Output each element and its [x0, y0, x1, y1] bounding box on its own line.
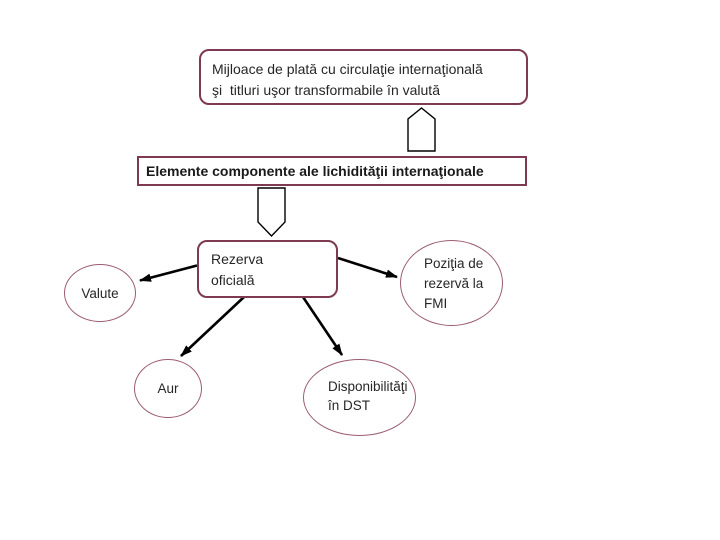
- valute-ellipse: Valute: [64, 264, 136, 322]
- heading-label: Elemente componente ale lichidităţii int…: [146, 163, 484, 179]
- fmi-line3: FMI: [424, 296, 448, 311]
- fmi-line2: rezervă la: [424, 276, 484, 291]
- dst-line2: în DST: [328, 398, 371, 413]
- arrow-rezerva-to-dst: [301, 296, 344, 356]
- aur-label: Aur: [157, 381, 179, 396]
- arrow-rezerva-to-valute: [139, 264, 198, 282]
- valute-label: Valute: [81, 285, 119, 301]
- top-definition-line2: şi titluri uşor transformabile în valută: [212, 82, 440, 98]
- fmi-line1: Poziţia de: [424, 256, 484, 271]
- block-arrow-up-icon: [407, 107, 436, 152]
- heading-box: Elemente componente ale lichidităţii int…: [137, 156, 527, 186]
- rezerva-line1: Rezerva: [211, 251, 264, 267]
- top-definition-box: Mijloace de plată cu circulaţie internaţ…: [199, 49, 528, 105]
- dst-line1: Disponibilităţi: [328, 379, 408, 394]
- arrow-rezerva-to-aur: [180, 296, 245, 357]
- dst-ellipse: Disponibilităţi în DST: [303, 359, 416, 436]
- block-arrow-down-icon: [257, 187, 286, 238]
- aur-ellipse: Aur: [134, 359, 202, 418]
- fmi-ellipse: Poziţia de rezervă la FMI: [400, 240, 503, 326]
- rezerva-line2: oficială: [211, 272, 255, 288]
- rezerva-oficiala-box: Rezerva oficială: [197, 240, 338, 298]
- top-definition-line1: Mijloace de plată cu circulaţie internaţ…: [212, 61, 483, 77]
- arrow-rezerva-to-fmi: [337, 256, 398, 279]
